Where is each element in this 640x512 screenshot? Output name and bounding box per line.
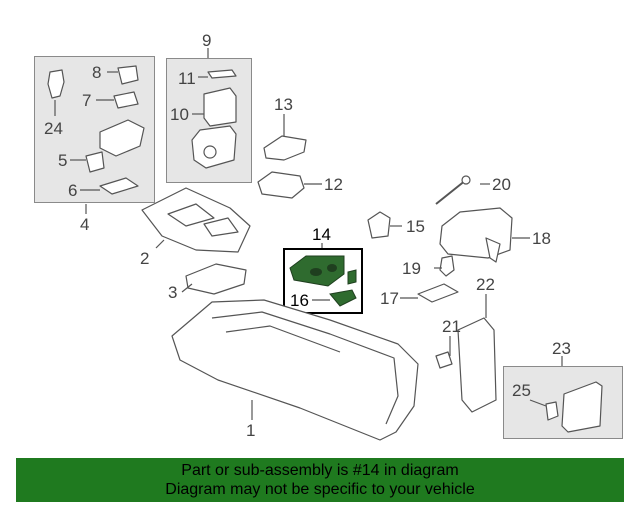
part-12-base (257, 171, 305, 199)
parts-drawing (47, 48, 603, 441)
part-14-piece (347, 269, 357, 285)
callout-2: 2 (140, 249, 150, 268)
part-19-clip (439, 255, 455, 277)
callout-12: 12 (324, 175, 343, 194)
callout-18: 18 (532, 229, 551, 248)
part-15-switch (367, 211, 391, 239)
callout-8: 8 (92, 63, 102, 82)
callout-5: 5 (58, 151, 68, 170)
callout-9: 9 (202, 31, 212, 50)
callout-1: 1 (246, 421, 256, 440)
callout-13: 13 (274, 95, 293, 114)
callout-23: 23 (552, 339, 571, 358)
part-1-console (171, 299, 419, 441)
callout-16: 16 (290, 291, 309, 310)
part-25-clip (545, 401, 559, 421)
part-20-cable (435, 179, 467, 205)
callout-17: 17 (380, 289, 399, 308)
callout-6: 6 (68, 181, 78, 200)
callout-3: 3 (168, 283, 178, 302)
part-18-armrest (439, 207, 513, 259)
callout-19: 19 (402, 259, 421, 278)
banner-line-2: Diagram may not be specific to your vehi… (165, 481, 475, 498)
part-console-insert (99, 119, 145, 157)
part-21-clip (435, 351, 453, 369)
part-6-mat (99, 177, 139, 195)
part-5-bracket (85, 151, 105, 173)
callout-20: 20 (492, 175, 511, 194)
part-24-clip (47, 69, 65, 99)
callout-11: 11 (178, 69, 196, 88)
part-7-insert (113, 91, 139, 109)
part-16-insert (329, 289, 357, 307)
part-13-bezel (263, 135, 307, 161)
part-10-cupholder (203, 87, 237, 127)
callout-21: 21 (442, 317, 461, 336)
part-17-mat (417, 283, 459, 303)
part-3-bezel (185, 263, 247, 295)
callout-25: 25 (512, 381, 531, 400)
part-22-panel (457, 317, 497, 413)
parts-diagram: 8 7 24 5 6 4 9 11 10 13 12 14 16 2 3 1 1… (34, 31, 623, 441)
callout-4: 4 (80, 215, 90, 234)
part-23-bin (561, 381, 603, 433)
part-11-mat (207, 69, 237, 79)
callout-10: 10 (170, 105, 189, 124)
callout-15: 15 (406, 217, 425, 236)
callout-24: 24 (44, 119, 63, 138)
info-banner: Part or sub-assembly is #14 in diagram D… (16, 458, 624, 502)
callout-22: 22 (476, 275, 495, 294)
part-8-cover (117, 65, 139, 85)
callout-14: 14 (312, 225, 331, 244)
banner-line-1: Part or sub-assembly is #14 in diagram (181, 462, 459, 479)
callout-7: 7 (82, 91, 92, 110)
